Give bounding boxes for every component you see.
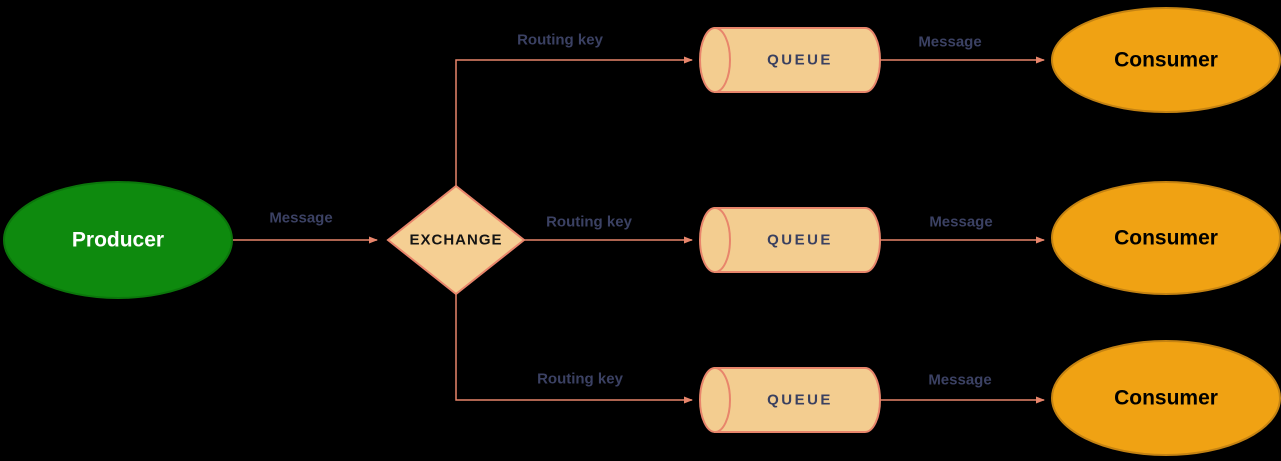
consumer-node-shape-bottom [1051, 340, 1281, 456]
exchange-node-shape [386, 184, 526, 296]
exchange-queue-top-connector [455, 56, 693, 190]
queue-node-shape-middle [699, 207, 881, 273]
queue-node-shape-top [699, 27, 881, 93]
producer-node-shape [3, 181, 233, 299]
queue-cylinder-cap [699, 367, 731, 433]
consumer-node-label-top: Consumer [1114, 48, 1218, 72]
queue-cylinder-body [714, 207, 881, 273]
queue-cylinder-body [714, 27, 881, 93]
edge-label-message-middle: Message [929, 213, 993, 231]
queue-node-label-middle: QUEUE [767, 231, 833, 249]
queue-node-label-top: QUEUE [767, 51, 833, 69]
edge-label-message-bottom: Message [928, 371, 992, 389]
queue-node-label-bottom: QUEUE [767, 391, 833, 409]
queue-cylinder-cap [699, 207, 731, 273]
consumer-node-label-middle: Consumer [1114, 226, 1218, 250]
exchange-node-label: EXCHANGE [409, 231, 503, 249]
producer-node-label: Producer [71, 228, 165, 252]
consumer-node-shape-top [1051, 7, 1281, 113]
consumer-node-label-bottom: Consumer [1114, 386, 1218, 410]
edge-label-producer-message: Message [269, 209, 333, 227]
edge-label-routing-key-top: Routing key [517, 31, 603, 49]
queue-node-shape-bottom [699, 367, 881, 433]
edge-label-routing-key-middle: Routing key [546, 213, 632, 231]
consumer-node-shape-middle [1051, 181, 1281, 295]
queue-cylinder-body [714, 367, 881, 433]
edge-label-routing-key-bottom: Routing key [537, 370, 623, 388]
exchange-queue-bottom-connector [455, 290, 693, 404]
edge-label-message-top: Message [918, 33, 982, 51]
queue-cylinder-cap [699, 27, 731, 93]
